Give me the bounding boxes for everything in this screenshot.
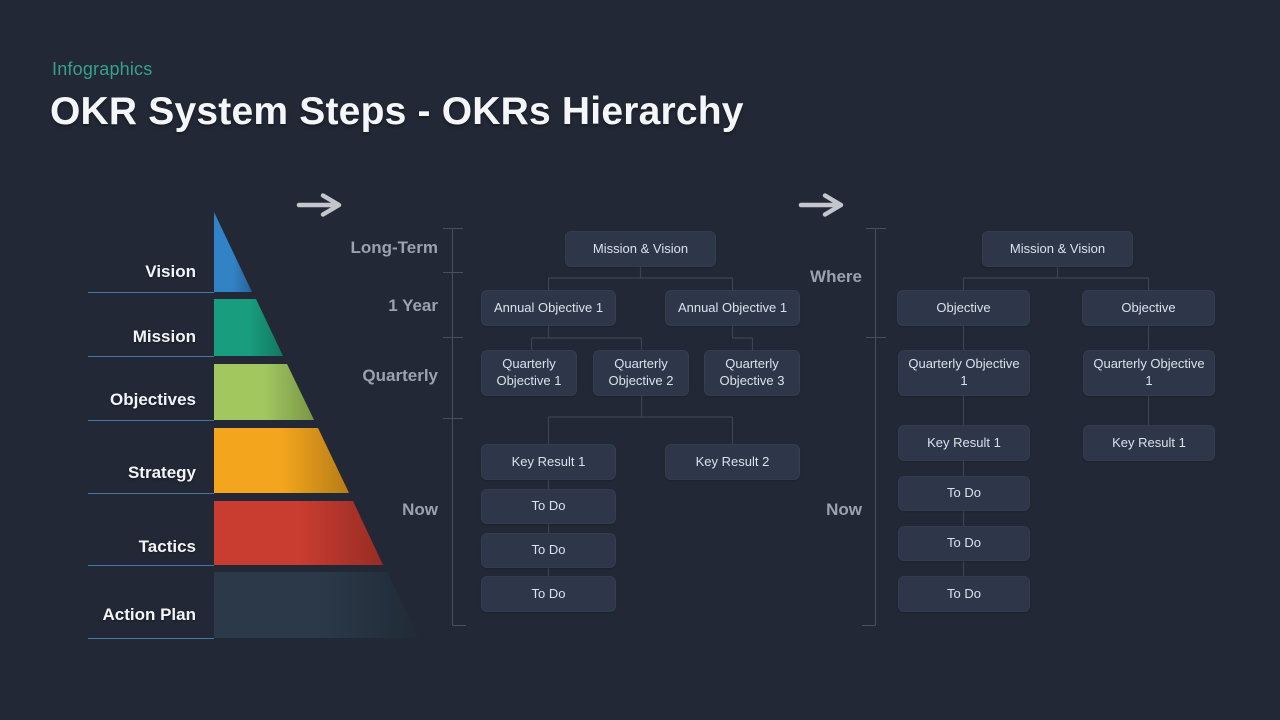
middle-node-todo-1: To Do: [481, 489, 616, 524]
pyramid-label-rules: [88, 292, 214, 639]
middle-node-annual-objective-2: Annual Objective 1: [665, 290, 800, 326]
timeline-label-1-year: 1 Year: [388, 296, 438, 315]
middle-node-annual-objective-1: Annual Objective 1: [481, 290, 616, 326]
timeline-label-quarterly: Quarterly: [362, 366, 438, 385]
pyramid-label-tactics: Tactics: [138, 537, 196, 556]
middle-node-todo-2: To Do: [481, 533, 616, 568]
middle-tree-connectors: [530, 267, 754, 576]
arrow-right-icon: [798, 193, 844, 217]
right-tree-connectors: [962, 267, 1150, 576]
right-node-todo-1: To Do: [898, 476, 1030, 511]
pyramid: [214, 212, 419, 638]
pyramid-label-vision: Vision: [145, 262, 196, 281]
arrow-right-icon: [296, 193, 342, 217]
pyramid-label-mission: Mission: [132, 327, 196, 346]
right-node-todo-3: To Do: [898, 576, 1030, 612]
middle-node-key-result-2: Key Result 2: [665, 444, 800, 480]
right-node-mission-vision: Mission & Vision: [982, 231, 1133, 267]
pyramid-label-objectives: Objectives: [110, 390, 196, 409]
zone-label-now: Now: [826, 500, 862, 519]
middle-node-quarterly-objective-3: Quarterly Objective 3: [704, 350, 800, 396]
timeline-label-long-term: Long-Term: [350, 238, 438, 257]
timeline-bracket-left: [443, 228, 466, 626]
right-node-key-result-1: Key Result 1: [898, 425, 1030, 461]
timeline-label-now: Now: [402, 500, 438, 519]
zone-label-where: Where: [810, 267, 862, 286]
right-node-quarterly-objective-1: Quarterly Objective 1: [898, 350, 1030, 396]
middle-node-todo-3: To Do: [481, 576, 616, 612]
zone-bracket-right: [862, 228, 886, 626]
slide-eyebrow: Infographics: [52, 59, 153, 79]
middle-node-quarterly-objective-2: Quarterly Objective 2: [593, 350, 689, 396]
right-node-quarterly-objective-2: Quarterly Objective 1: [1083, 350, 1215, 396]
middle-node-key-result-1: Key Result 1: [481, 444, 616, 480]
page-title: OKR System Steps - OKRs Hierarchy: [50, 90, 744, 133]
right-node-key-result-2: Key Result 1: [1083, 425, 1215, 461]
pyramid-label-strategy: Strategy: [127, 463, 196, 482]
middle-node-quarterly-objective-1: Quarterly Objective 1: [481, 350, 577, 396]
pyramid-label-action-plan: Action Plan: [102, 605, 196, 624]
right-node-objective-1: Objective: [897, 290, 1030, 326]
right-node-objective-2: Objective: [1082, 290, 1215, 326]
middle-node-mission-vision: Mission & Vision: [565, 231, 716, 267]
right-node-todo-2: To Do: [898, 526, 1030, 561]
